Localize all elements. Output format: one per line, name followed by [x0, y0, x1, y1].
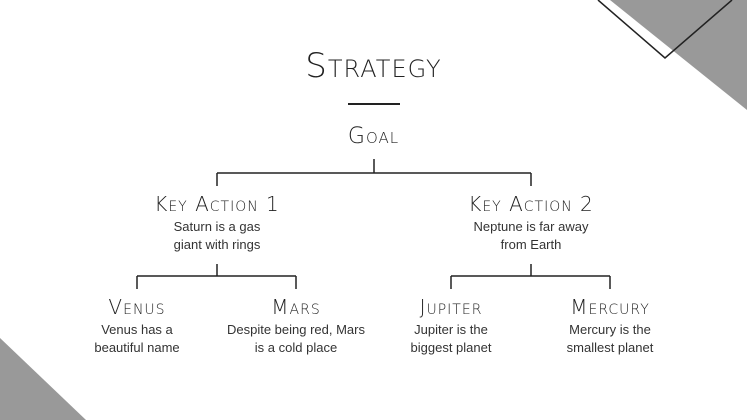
venus-node: Venus Venus has a beautiful name	[77, 295, 197, 357]
mars-label: Mars	[271, 295, 321, 319]
mercury-description: Mercury is the smallest planet	[566, 322, 654, 355]
key-action-2: Key Action 2 Neptune is far away from Ea…	[451, 192, 611, 254]
jupiter-description: Jupiter is the biggest planet	[410, 322, 492, 355]
mercury-label: Mercury	[570, 295, 650, 319]
venus-description: Venus has a beautiful name	[94, 322, 180, 355]
key-action-1-description: Saturn is a gas giant with rings	[173, 219, 261, 252]
page-title: Strategy	[305, 46, 442, 86]
mercury-node: Mercury Mercury is the smallest planet	[545, 295, 675, 357]
jupiter-node: Jupiter Jupiter is the biggest planet	[391, 295, 511, 357]
key-action-2-description: Neptune is far away from Earth	[473, 219, 589, 252]
title-underline	[348, 103, 400, 105]
key-action-1-label: Key Action 1	[154, 192, 280, 216]
bottom-left-triangle	[0, 338, 86, 420]
top-right-outline-triangle	[597, 0, 733, 59]
key-action-1: Key Action 1 Saturn is a gas giant with …	[137, 192, 297, 254]
venus-label: Venus	[108, 295, 166, 319]
jupiter-label: Jupiter	[419, 295, 483, 319]
mars-description: Despite being red, Mars is a cold place	[226, 322, 365, 355]
key-action-2-label: Key Action 2	[468, 192, 594, 216]
top-right-triangle	[610, 0, 747, 110]
mars-node: Mars Despite being red, Mars is a cold p…	[226, 295, 366, 357]
goal-node: Goal	[347, 124, 400, 149]
